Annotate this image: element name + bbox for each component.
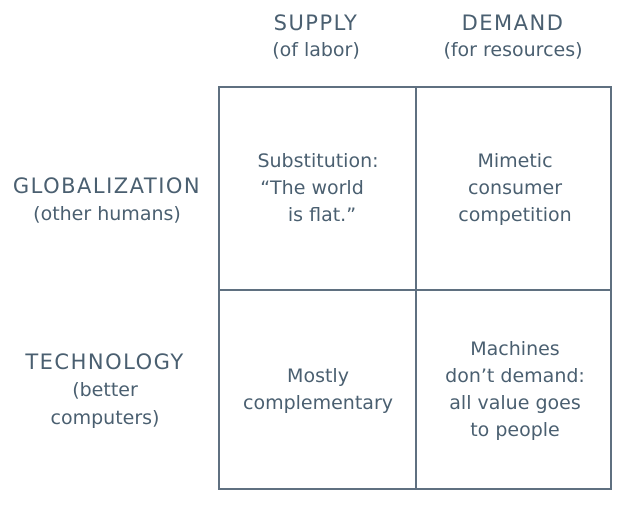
row-header-globalization: GLOBALIZATION (other humans) [0,172,214,228]
cell-technology-demand: Machines don’t demand: all value goes to… [417,291,613,488]
row-title-globalization: GLOBALIZATION [12,174,202,198]
column-title-supply: SUPPLY [273,11,359,35]
cell-text-line: competition [458,204,572,226]
cell-technology-supply: Mostly complementary [220,291,416,488]
column-subtitle-demand: (for resources) [443,39,583,61]
row-header-technology: TECHNOLOGY (better computers) [0,348,210,432]
cell-text-line: complementary [243,391,393,414]
row-subtitle-technology-line1: (better [72,379,138,401]
cell-text-line: Substitution: [257,150,379,172]
column-header-demand: DEMAND (for resources) [415,10,611,64]
horizontal-divider [220,289,610,291]
cell-text-line: Mimetic [477,150,553,172]
cell-globalization-supply: Substitution: “The world is flat.” [220,88,416,289]
cell-text-line: is flat.” [287,204,357,226]
cell-text-line: don’t demand: [445,364,585,387]
cell-text-line: Machines [470,337,560,360]
row-subtitle-technology-line2: computers) [50,407,160,429]
cell-globalization-demand: Mimetic consumer competition [417,88,613,289]
cell-text-line: “The world [260,177,364,199]
cell-text-line: all value goes [449,391,581,414]
cell-text-line: to people [470,418,560,441]
column-header-supply: SUPPLY (of labor) [218,10,414,64]
column-subtitle-supply: (of labor) [272,39,360,61]
row-title-technology: TECHNOLOGY [25,350,185,374]
column-title-demand: DEMAND [461,11,565,35]
cell-text-line: consumer [467,177,563,199]
row-subtitle-globalization: (other humans) [33,203,181,225]
quadrant-grid: Substitution: “The world is flat.” Mimet… [218,86,612,490]
cell-text-line: Mostly [287,364,349,387]
vertical-divider [415,88,417,488]
